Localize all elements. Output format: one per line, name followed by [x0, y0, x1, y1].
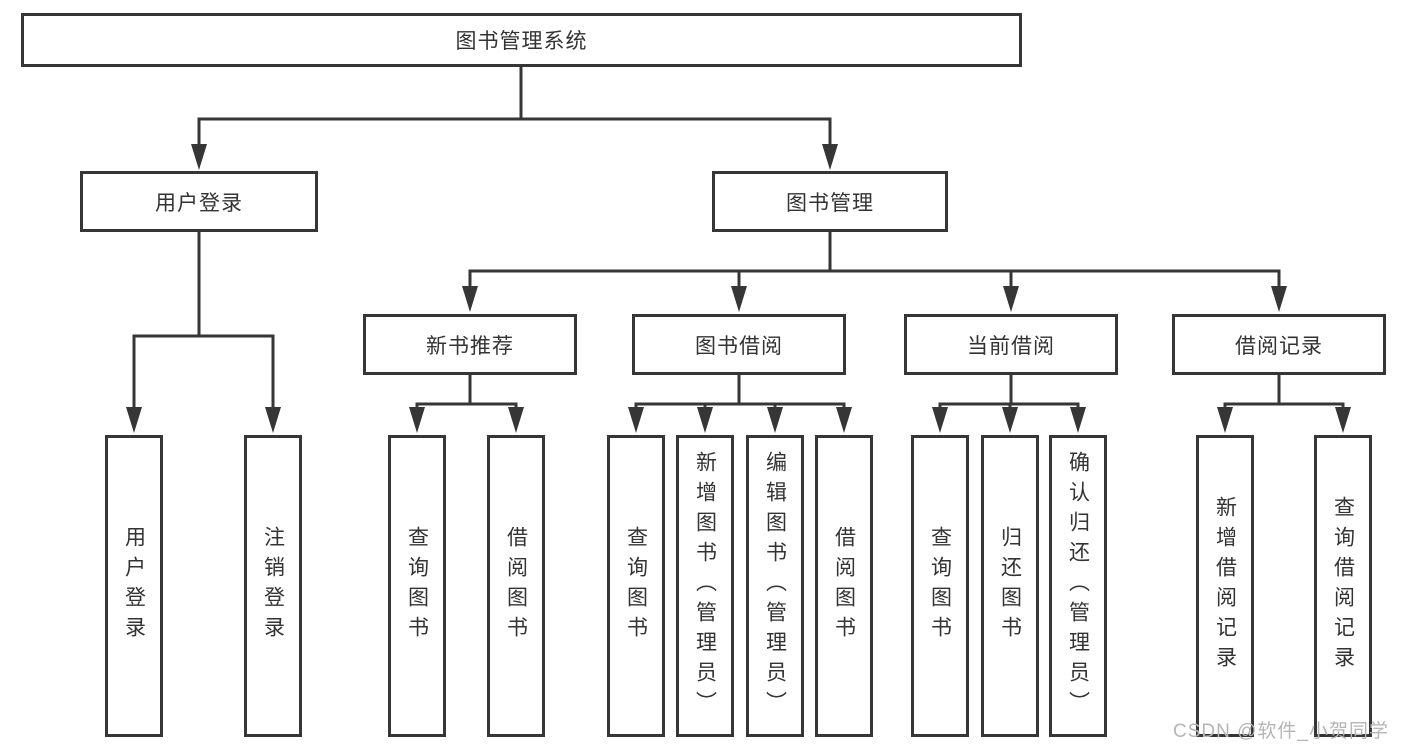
node-label: 用户登录: [155, 191, 243, 215]
leaf-query-books-1: 查询图书: [388, 435, 446, 737]
node-label: 图书管理: [786, 191, 874, 215]
node-label: 查询图书: [928, 526, 952, 646]
leaf-user-login: 用户登录: [105, 435, 163, 737]
node-label: 图书借阅: [695, 334, 783, 358]
node-label: 查询借阅记录: [1331, 496, 1355, 676]
node-label: 新增借阅记录: [1213, 496, 1237, 676]
node-label: 借阅记录: [1235, 334, 1323, 358]
node-label: 查询图书: [405, 526, 429, 646]
leaf-add-books-admin: 新增图书（管理员）: [676, 435, 734, 737]
node-label: 查询图书: [624, 526, 648, 646]
leaf-query-borrow-record: 查询借阅记录: [1314, 435, 1372, 737]
node-book-borrow: 图书借阅: [632, 314, 846, 375]
leaf-logout: 注销登录: [244, 435, 302, 737]
node-label: 借阅图书: [832, 526, 856, 646]
node-book-management: 图书管理: [712, 171, 948, 232]
leaf-edit-books-admin: 编辑图书（管理员）: [746, 435, 804, 737]
node-label: 确认归还（管理员）: [1066, 451, 1090, 721]
leaf-return-books: 归还图书: [981, 435, 1039, 737]
leaf-confirm-return-admin: 确认归还（管理员）: [1049, 435, 1107, 737]
leaf-query-books-2: 查询图书: [607, 435, 665, 737]
node-current-borrow: 当前借阅: [904, 314, 1118, 375]
leaf-add-borrow-record: 新增借阅记录: [1196, 435, 1254, 737]
node-label: 新书推荐: [426, 334, 514, 358]
node-label: 借阅图书: [504, 526, 528, 646]
watermark-text: CSDN @软件_小贺同学: [1173, 721, 1389, 742]
node-user-login: 用户登录: [80, 171, 318, 232]
node-label: 注销登录: [261, 526, 285, 646]
node-borrow-records: 借阅记录: [1172, 314, 1386, 375]
node-label: 用户登录: [122, 526, 146, 646]
node-root-library-system: 图书管理系统: [21, 13, 1022, 67]
node-label: 归还图书: [998, 526, 1022, 646]
node-label: 编辑图书（管理员）: [763, 451, 787, 721]
node-label: 当前借阅: [967, 334, 1055, 358]
node-new-book-recommend: 新书推荐: [363, 314, 577, 375]
leaf-query-books-3: 查询图书: [911, 435, 969, 737]
node-label: 新增图书（管理员）: [693, 451, 717, 721]
node-label: 图书管理系统: [455, 30, 588, 53]
leaf-borrow-books-2: 借阅图书: [815, 435, 873, 737]
leaf-borrow-books-1: 借阅图书: [487, 435, 545, 737]
